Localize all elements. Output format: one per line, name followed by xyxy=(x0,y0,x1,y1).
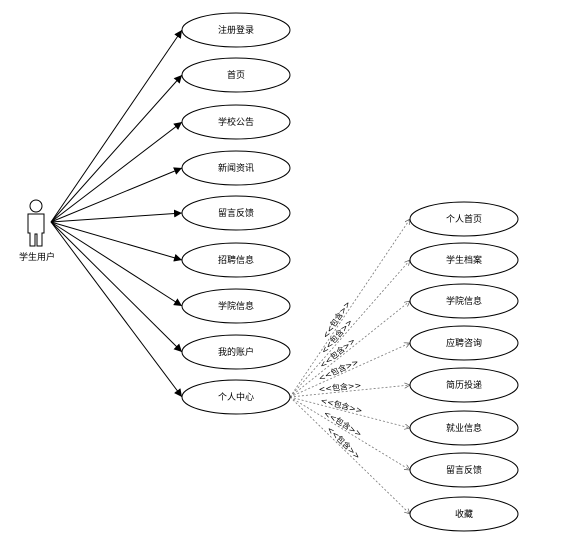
use-case-ellipse[interactable] xyxy=(181,195,291,231)
include-line xyxy=(289,385,410,398)
sub-use-case-ellipse[interactable] xyxy=(409,242,519,278)
use-case-label: 学校公告 xyxy=(218,116,254,128)
include-line xyxy=(289,396,410,428)
sub-use-case-label: 学院信息 xyxy=(446,295,482,307)
use-case-label: 首页 xyxy=(227,69,245,81)
association-line xyxy=(50,167,183,223)
association-line xyxy=(50,221,183,262)
sub-use-case-ellipse[interactable] xyxy=(409,325,519,361)
use-case-ellipse[interactable] xyxy=(181,57,291,93)
use-case[interactable]: 学校公告 xyxy=(181,104,291,140)
sub-use-case-label: 留言反馈 xyxy=(446,464,482,476)
use-case[interactable]: 新闻资讯 xyxy=(181,150,291,186)
sub-use-case[interactable]: 留言反馈 xyxy=(409,452,519,488)
use-case-label: 我的账户 xyxy=(218,346,254,358)
include-line xyxy=(289,260,410,398)
use-case[interactable]: 招聘信息 xyxy=(181,242,291,278)
actor-head xyxy=(29,199,43,213)
use-case[interactable]: 个人中心 xyxy=(181,379,291,415)
actor-label: 学生用户 xyxy=(19,251,55,263)
association-line xyxy=(50,74,183,223)
use-case-label: 留言反馈 xyxy=(218,207,254,219)
use-case-ellipse[interactable] xyxy=(181,334,291,370)
sub-use-case[interactable]: 学生档案 xyxy=(409,242,519,278)
sub-use-case-ellipse[interactable] xyxy=(409,452,519,488)
include-line xyxy=(289,396,410,470)
use-case[interactable]: 注册登录 xyxy=(181,12,291,48)
association-line xyxy=(50,29,183,223)
sub-use-case-ellipse[interactable] xyxy=(409,201,519,237)
use-case-label: 招聘信息 xyxy=(218,254,254,266)
use-case-label: 个人中心 xyxy=(218,391,254,403)
use-case-label: 注册登录 xyxy=(218,24,254,36)
sub-use-case[interactable]: 收藏 xyxy=(409,496,519,532)
use-case-ellipse[interactable] xyxy=(181,379,291,415)
sub-use-case-label: 学生档案 xyxy=(446,254,482,266)
sub-use-case[interactable]: 学院信息 xyxy=(409,283,519,319)
use-case-ellipse[interactable] xyxy=(181,12,291,48)
sub-use-case-label: 简历投递 xyxy=(446,379,482,391)
include-lines: <<包含>><<包含>><<包含>><<包含>><<包含>><<包含>><<包含… xyxy=(289,219,410,514)
use-case-ellipse[interactable] xyxy=(181,242,291,278)
sub-use-case-ellipse[interactable] xyxy=(409,496,519,532)
sub-use-case-ellipse[interactable] xyxy=(409,283,519,319)
association-lines xyxy=(50,29,183,398)
sub-use-case-label: 就业信息 xyxy=(446,422,482,434)
sub-use-case-label: 收藏 xyxy=(455,508,473,520)
use-case-ellipse[interactable] xyxy=(181,104,291,140)
actor-student: 学生用户 xyxy=(19,199,55,263)
sub-use-case[interactable]: 简历投递 xyxy=(409,367,519,403)
sub-use-case[interactable]: 个人首页 xyxy=(409,201,519,237)
association-line xyxy=(50,209,183,223)
use-case[interactable]: 首页 xyxy=(181,57,291,93)
association-line xyxy=(50,221,183,307)
use-case-label: 学院信息 xyxy=(218,300,254,312)
include-stereotype: <<包含>> xyxy=(318,380,362,394)
sub-use-case-ellipse[interactable] xyxy=(409,410,519,446)
use-case-label: 新闻资讯 xyxy=(218,162,254,174)
sub-use-case[interactable]: 应聘咨询 xyxy=(409,325,519,361)
use-case[interactable]: 学院信息 xyxy=(181,288,291,324)
sub-use-case-label: 应聘咨询 xyxy=(446,337,482,349)
sub-use-case-label: 个人首页 xyxy=(446,213,482,225)
include-line xyxy=(289,301,410,398)
association-line xyxy=(50,121,183,223)
use-case-ellipse[interactable] xyxy=(181,288,291,324)
association-line xyxy=(50,221,183,353)
use-case-ellipse[interactable] xyxy=(181,150,291,186)
association-line xyxy=(50,221,183,398)
use-case[interactable]: 我的账户 xyxy=(181,334,291,370)
sub-use-case-ellipse[interactable] xyxy=(409,367,519,403)
sub-use-case[interactable]: 就业信息 xyxy=(409,410,519,446)
use-case[interactable]: 留言反馈 xyxy=(181,195,291,231)
include-line xyxy=(289,343,410,398)
actor-body xyxy=(27,213,45,247)
